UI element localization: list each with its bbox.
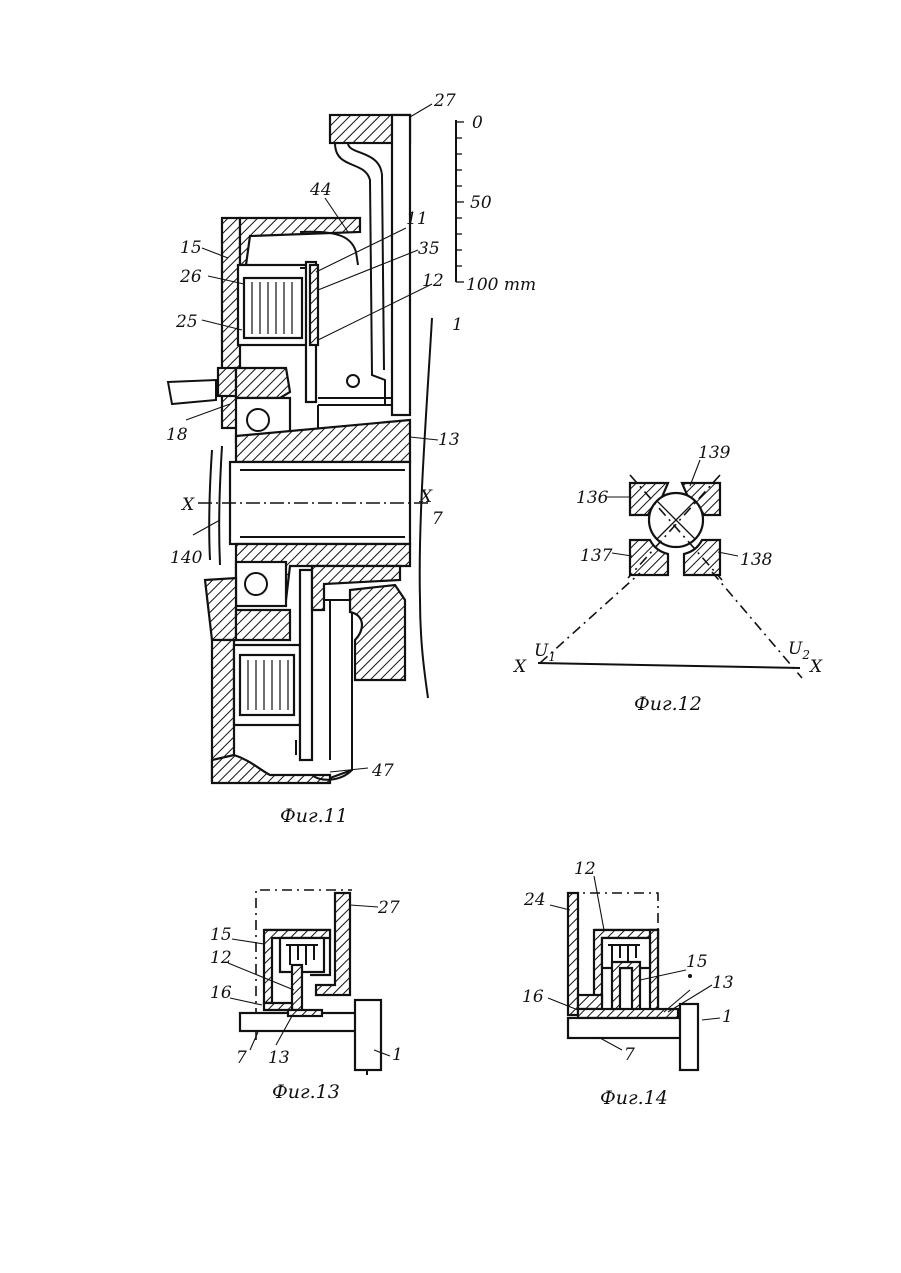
label-25: 25 bbox=[175, 312, 198, 332]
label-7: 7 bbox=[236, 1048, 247, 1068]
label-137: 137 bbox=[580, 546, 613, 566]
scale-label-0: 0 bbox=[472, 113, 483, 133]
label-u2: U2 bbox=[788, 639, 810, 662]
label-15: 15 bbox=[180, 238, 202, 258]
label-15: 15 bbox=[686, 952, 708, 972]
label-x-left: X bbox=[512, 657, 527, 677]
label-u1: U1 bbox=[534, 641, 556, 664]
label-1: 1 bbox=[722, 1007, 733, 1027]
label-24: 24 bbox=[523, 890, 546, 910]
scale-label-50: 50 bbox=[470, 193, 492, 213]
label-13: 13 bbox=[268, 1048, 290, 1068]
label-13: 13 bbox=[712, 973, 734, 993]
label-x-right: X bbox=[808, 657, 823, 677]
label-1: 1 bbox=[452, 315, 463, 335]
caption-fig11: Фиг.11 bbox=[280, 805, 348, 827]
label-140: 140 bbox=[170, 548, 203, 568]
scale-bar: 0 50 100 mm bbox=[456, 113, 536, 295]
label-26: 26 bbox=[179, 267, 202, 287]
label-12: 12 bbox=[422, 271, 444, 291]
scale-label-100mm: 100 mm bbox=[466, 275, 536, 295]
label-x-left: X bbox=[180, 495, 195, 515]
label-27: 27 bbox=[433, 91, 456, 111]
label-15: 15 bbox=[210, 925, 232, 945]
label-1: 1 bbox=[392, 1045, 403, 1065]
caption-fig13: Фиг.13 bbox=[272, 1081, 340, 1103]
label-16: 16 bbox=[522, 987, 544, 1007]
label-11: 11 bbox=[406, 209, 428, 229]
label-139: 139 bbox=[698, 443, 731, 463]
bearing-lower bbox=[205, 562, 290, 640]
figure-12: 139 136 137 138 X U1 U2 X Фиг.12 bbox=[512, 443, 823, 715]
part-138 bbox=[684, 540, 720, 575]
label-47: 47 bbox=[371, 761, 394, 781]
label-18: 18 bbox=[166, 425, 188, 445]
label-12: 12 bbox=[210, 948, 232, 968]
part-27-top-plate bbox=[318, 115, 410, 415]
figure-11: 0 50 100 mm 27 44 11 35 12 15 26 25 1 bbox=[166, 91, 536, 827]
label-7: 7 bbox=[624, 1045, 635, 1065]
label-x-right: X bbox=[418, 487, 433, 507]
label-7: 7 bbox=[432, 509, 443, 529]
caption-fig14: Фиг.14 bbox=[600, 1087, 668, 1109]
label-13: 13 bbox=[438, 430, 460, 450]
label-138: 138 bbox=[740, 550, 773, 570]
caption-fig12: Фиг.12 bbox=[634, 693, 702, 715]
label-16: 16 bbox=[210, 983, 232, 1003]
plate-1-outline bbox=[420, 318, 432, 698]
figure-13: 27 15 12 16 7 13 1 Фиг.13 bbox=[210, 890, 403, 1103]
label-12: 12 bbox=[574, 859, 596, 879]
label-27: 27 bbox=[377, 898, 400, 918]
label-44: 44 bbox=[309, 180, 332, 200]
figure-14: 12 24 15 13 16 1 7 Фиг.14 bbox=[522, 859, 734, 1109]
label-35: 35 bbox=[418, 239, 440, 259]
label-136: 136 bbox=[576, 488, 609, 508]
